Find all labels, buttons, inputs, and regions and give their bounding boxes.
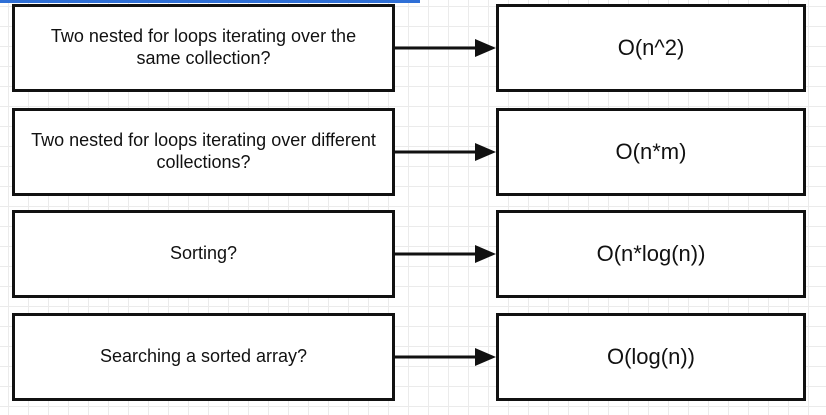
question-box: Sorting? xyxy=(12,210,395,298)
answer-text: O(n*log(n)) xyxy=(596,241,706,266)
mapping-row: Searching a sorted array? O(log(n)) xyxy=(0,313,826,405)
question-box: Searching a sorted array? xyxy=(12,313,395,401)
mapping-row: Two nested for loops iterating over diff… xyxy=(0,108,826,200)
top-accent-strip xyxy=(0,0,420,3)
answer-text: O(n^2) xyxy=(617,35,685,60)
arrow-connector xyxy=(395,143,496,161)
mapping-row: Two nested for loops iterating over the … xyxy=(0,4,826,96)
arrow-connector xyxy=(395,39,496,57)
question-box: Two nested for loops iterating over the … xyxy=(12,4,395,92)
arrow-connector xyxy=(395,348,496,366)
question-text: Two nested for loops iterating over the … xyxy=(50,26,357,68)
question-text: Searching a sorted array? xyxy=(99,346,308,367)
arrow-connector xyxy=(395,245,496,263)
answer-box: O(n^2) xyxy=(496,4,806,92)
answer-box: O(n*log(n)) xyxy=(496,210,806,298)
question-text: Two nested for loops iterating over diff… xyxy=(31,130,376,172)
mapping-row: Sorting? O(n*log(n)) xyxy=(0,210,826,302)
answer-text: O(n*m) xyxy=(615,139,687,164)
question-box: Two nested for loops iterating over diff… xyxy=(12,108,395,196)
question-text: Sorting? xyxy=(169,243,238,264)
answer-text: O(log(n)) xyxy=(606,344,695,369)
answer-box: O(log(n)) xyxy=(496,313,806,401)
answer-box: O(n*m) xyxy=(496,108,806,196)
